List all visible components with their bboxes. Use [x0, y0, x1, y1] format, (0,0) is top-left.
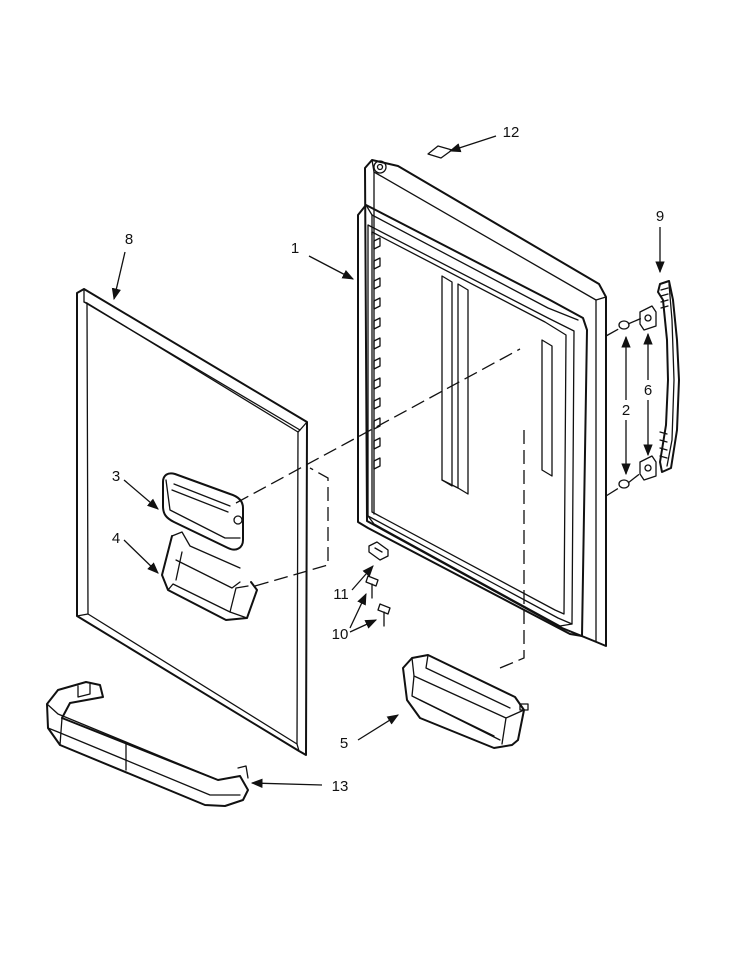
- callout-2: 2: [622, 402, 630, 419]
- callout-13: 13: [332, 778, 349, 795]
- door-gasket-part-8: [76, 288, 308, 756]
- leader-lines: [111, 135, 665, 788]
- dairy-door-part-3: [162, 472, 244, 551]
- dairy-bin-part-4: [161, 531, 258, 621]
- assembly-dashed-lines: [235, 317, 643, 669]
- callout-labels: 1 2 3 4 5 6 8 9 10 11 12 13: [112, 124, 664, 795]
- door-handle-part-9: [657, 280, 680, 473]
- callout-5: 5: [340, 735, 348, 752]
- shelf-dimples: [373, 237, 381, 470]
- hinge-cap-part-12: [427, 145, 453, 159]
- door-bin-part-5: [402, 654, 529, 749]
- door-frame-part-1: [357, 159, 607, 647]
- screws-part-2: [618, 320, 630, 489]
- callout-8: 8: [125, 231, 133, 248]
- callout-3: 3: [112, 468, 120, 485]
- callout-11: 11: [333, 586, 349, 603]
- callout-1: 1: [291, 240, 299, 257]
- callout-4: 4: [112, 530, 120, 547]
- screws-part-10: [365, 575, 391, 627]
- callout-12: 12: [503, 124, 520, 141]
- callout-9: 9: [656, 208, 664, 225]
- handle-grip-marks: [659, 287, 669, 459]
- callout-10: 10: [332, 626, 349, 643]
- bottom-bin-part-13: [46, 681, 249, 807]
- clip-part-11: [368, 541, 389, 561]
- callout-6: 6: [644, 382, 652, 399]
